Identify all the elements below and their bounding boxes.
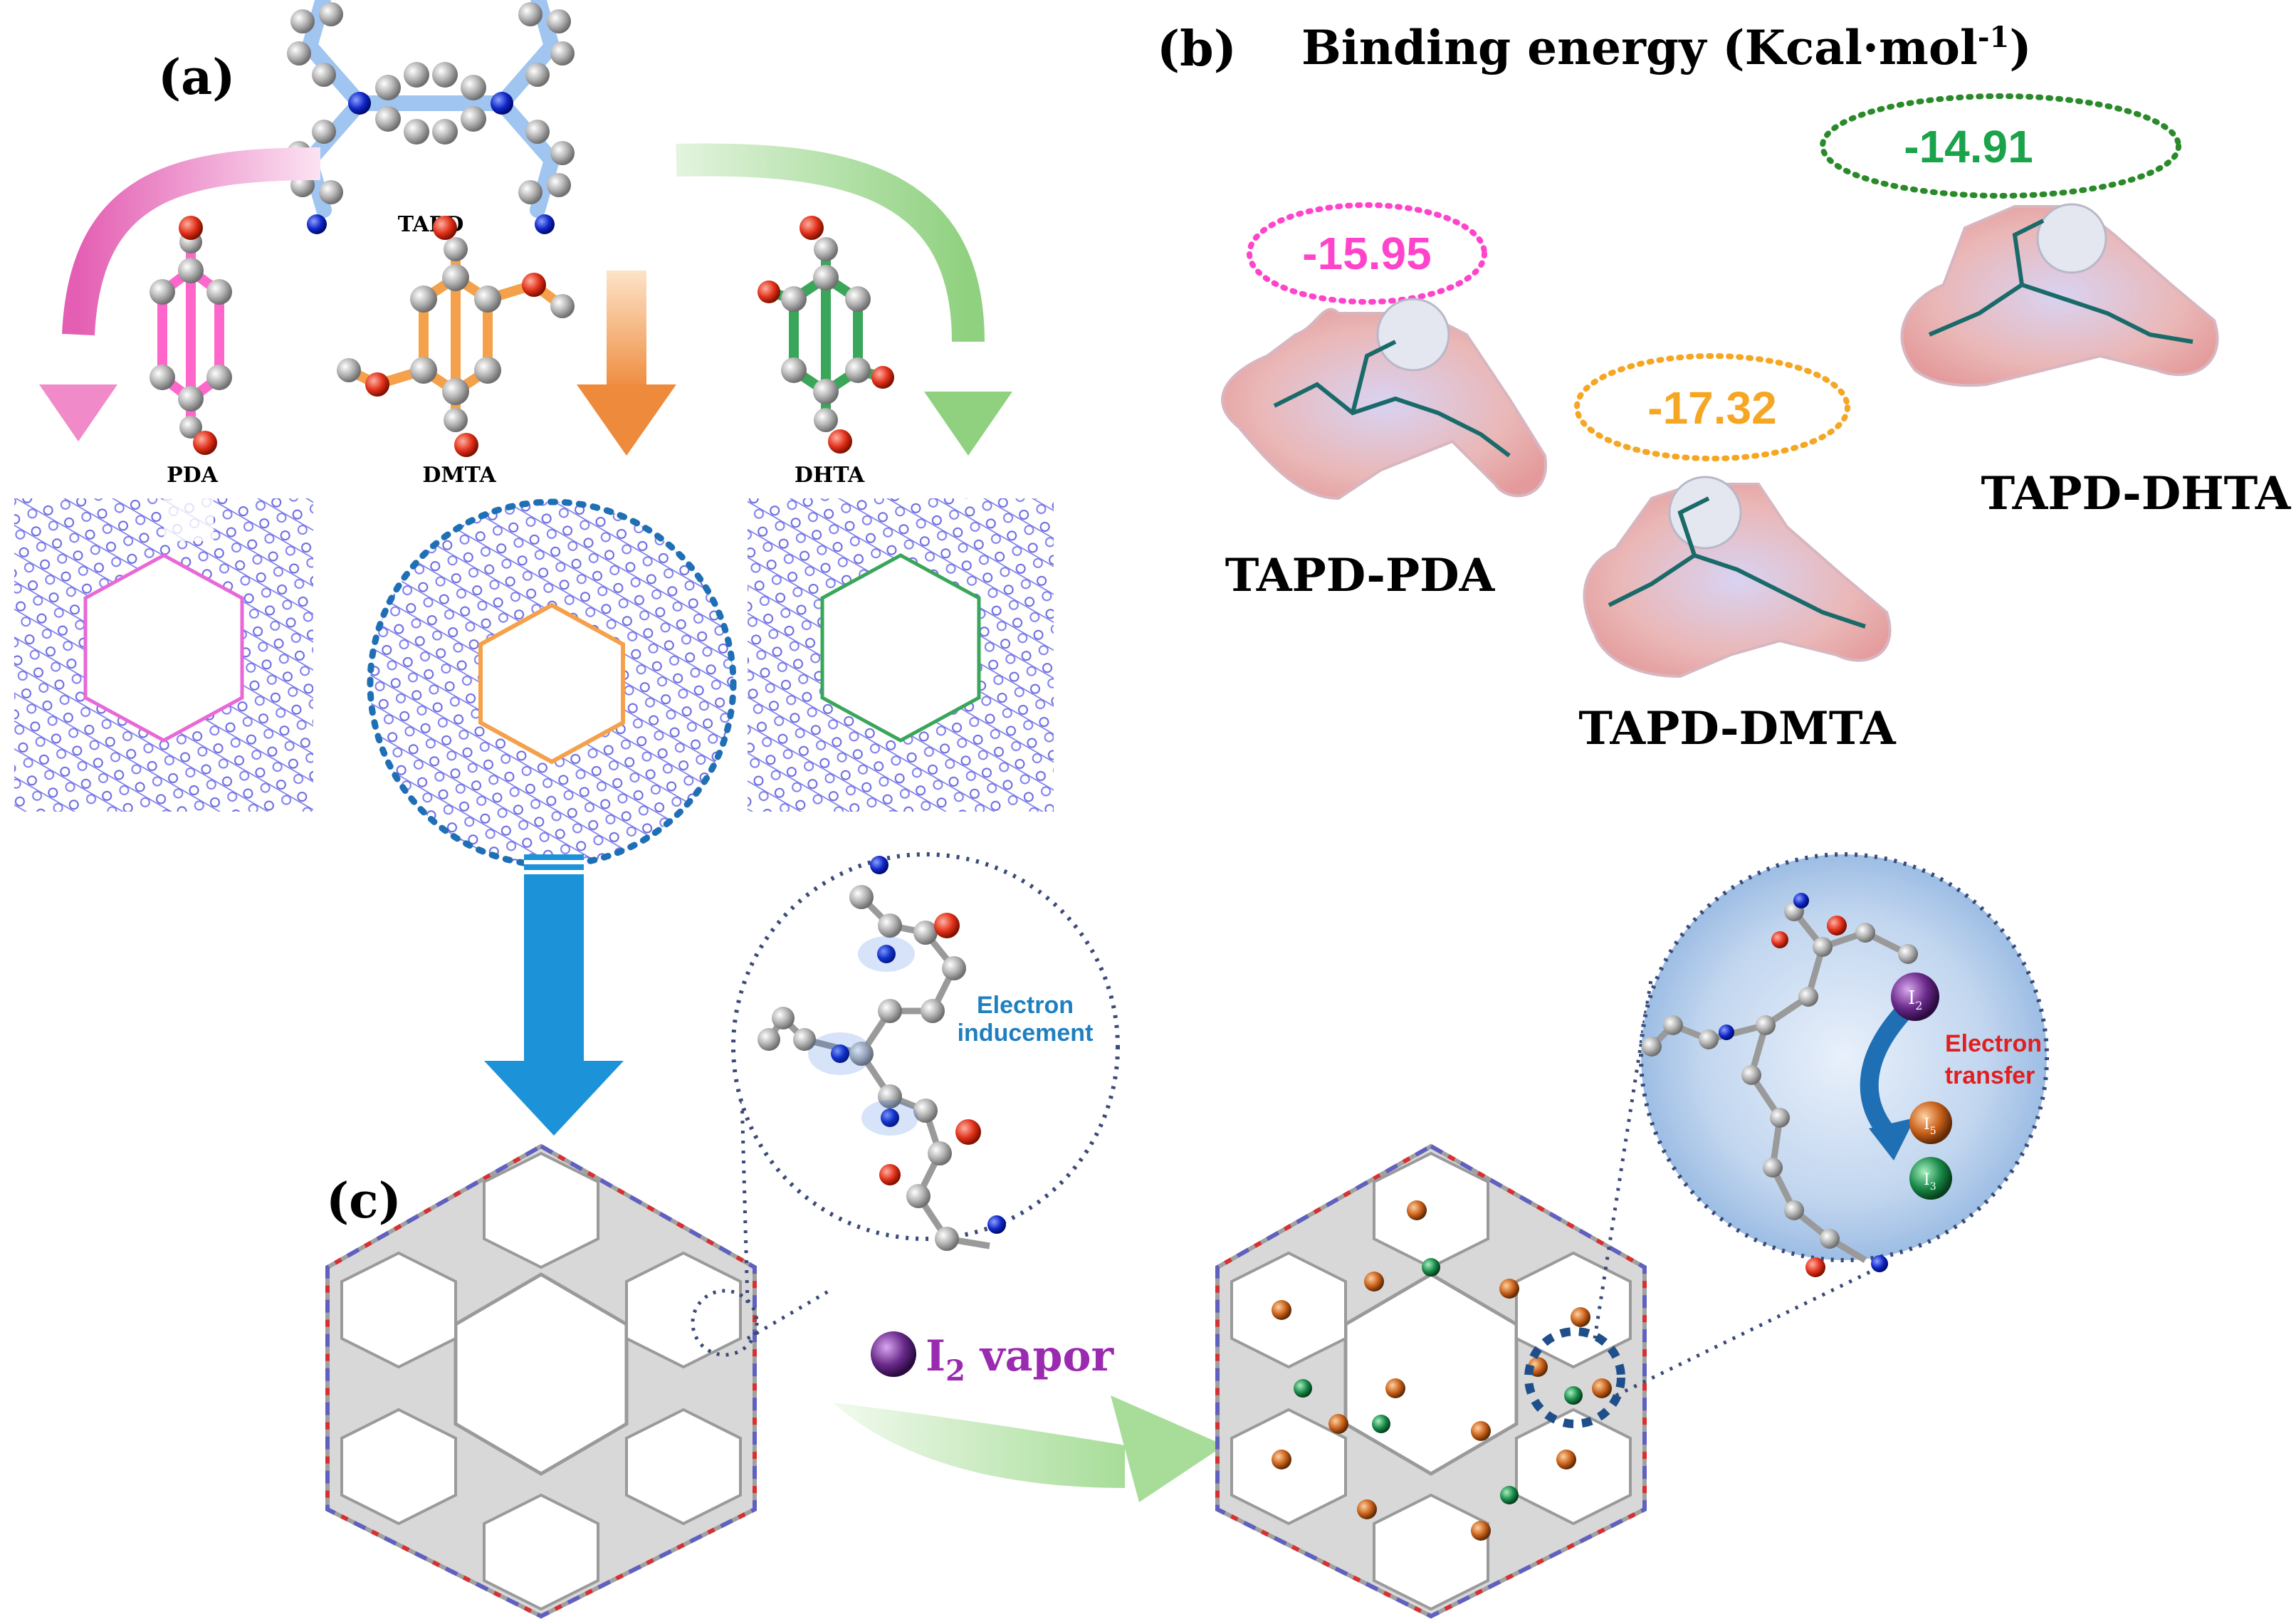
- cof-framework-dmta: [367, 498, 737, 869]
- i2-molecule-icon: [871, 1331, 916, 1377]
- arrow-head-pda: [39, 384, 117, 441]
- complex-tapd-dhta: -14.91 TAPD-DHTA: [1820, 93, 2292, 520]
- panel-b-label: (b): [1157, 21, 1237, 78]
- inset-electron-transfer: I2 I5 I3 Electron transfer: [1639, 852, 2049, 1277]
- inset-right-text-1: Electron: [1945, 1030, 2042, 1057]
- iodine-i2: [1891, 973, 1939, 1021]
- panel-c: (c): [325, 852, 2049, 1619]
- zoom-target-right: [1524, 1327, 1625, 1428]
- electron-transfer-arrow: [1860, 1005, 1912, 1138]
- iodine-i2-label: I2: [1908, 987, 1922, 1012]
- i2-vapor-label: I2 vapor: [926, 1331, 1115, 1388]
- arrow-to-dmta-shaft: [607, 271, 646, 392]
- dhta-label: DHTA: [795, 463, 865, 488]
- tapd-molecule: [287, 0, 575, 234]
- cof-framework-pda: [14, 498, 313, 812]
- energy-ellipse-dmta: [1574, 353, 1850, 461]
- energy-value-dmta: -17.32: [1647, 382, 1776, 434]
- arrow-down-to-c: [484, 854, 624, 1136]
- cof-after-iodine: [1215, 1143, 1647, 1619]
- cof-framework-dhta: [748, 498, 1054, 812]
- i2-vapor-arrow: I2 vapor: [833, 1331, 1225, 1502]
- energy-ellipse-pda: [1247, 202, 1487, 305]
- panel-a-label: (a): [158, 49, 235, 106]
- iodine-i3-label: I3: [1924, 1171, 1936, 1193]
- iodine-i5: [1909, 1101, 1952, 1144]
- panel-a: (a): [14, 0, 1054, 1136]
- panel-c-label: (c): [326, 1173, 402, 1230]
- arrow-head-dhta: [924, 392, 1012, 456]
- complex-name-pda: TAPD-PDA: [1225, 549, 1496, 602]
- inset-right-text-2: transfer: [1945, 1062, 2035, 1089]
- complex-tapd-pda: -15.95 TAPD-PDA: [1221, 202, 1548, 602]
- energy-value-pda: -15.95: [1302, 228, 1431, 279]
- energy-value-dhta: -14.91: [1904, 121, 2033, 172]
- complex-name-dmta: TAPD-DMTA: [1578, 702, 1897, 755]
- inset-electron-inducement: Electron inducement: [731, 852, 1120, 1251]
- zoom-target-left: [691, 1289, 759, 1357]
- dmta-label: DMTA: [422, 463, 496, 488]
- pda-label: PDA: [167, 463, 219, 488]
- arrow-to-pda: [62, 147, 321, 336]
- iodine-i5-label: I5: [1924, 1116, 1936, 1137]
- iodine-i3: [1909, 1157, 1952, 1200]
- panel-b-title: Binding energy (Kcal·mol-1): [1301, 20, 2032, 75]
- arrow-head-dmta: [577, 384, 676, 456]
- energy-ellipse-dhta: [1820, 93, 2181, 199]
- cof-before-iodine: [325, 1143, 757, 1619]
- arrow-to-dhta: [676, 143, 985, 342]
- complex-name-dhta: TAPD-DHTA: [1981, 467, 2292, 520]
- complex-tapd-dmta: -17.32 TAPD-DMTA: [1574, 353, 1897, 755]
- dmta-molecule: [337, 216, 575, 457]
- dhta-molecule: [758, 216, 894, 454]
- inset-left-text-1: Electron: [977, 992, 1074, 1019]
- pda-molecule: [150, 216, 232, 455]
- inset-left-text-2: inducement: [958, 1020, 1094, 1047]
- panel-b: (b) Binding energy (Kcal·mol-1) -15.95 T…: [1157, 20, 2292, 755]
